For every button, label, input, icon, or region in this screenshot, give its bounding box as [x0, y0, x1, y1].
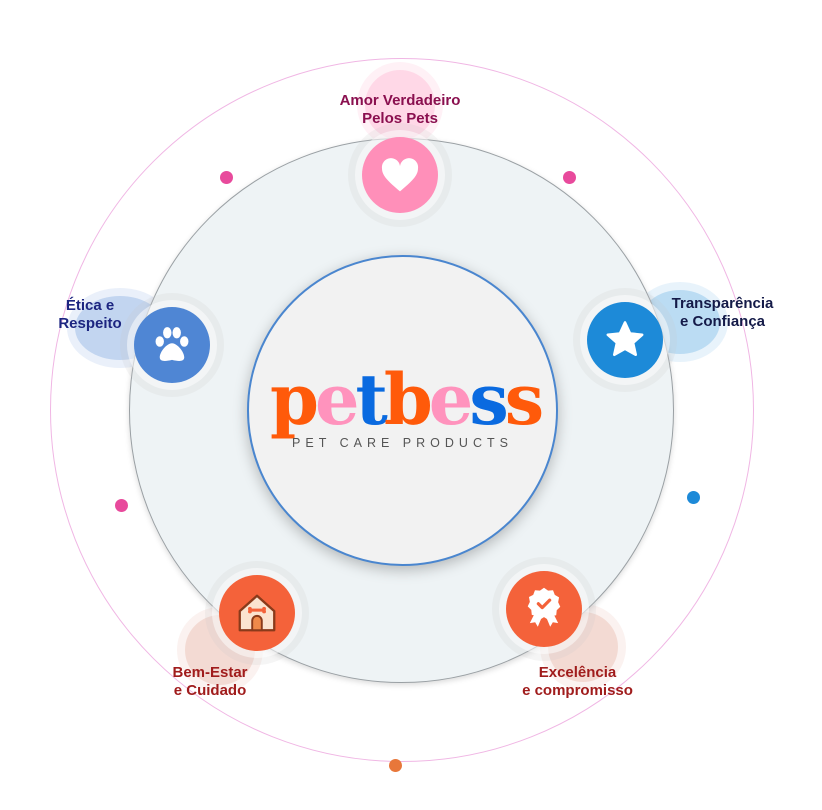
logo-letter: s [504, 358, 544, 441]
award-badge [506, 571, 582, 647]
decor-dot [687, 491, 700, 504]
award-icon [527, 587, 561, 627]
heart-badge [362, 137, 438, 213]
logo-letter: e [428, 358, 474, 441]
logo-letter: b [383, 358, 433, 441]
logo-letter: t [355, 358, 388, 441]
logo-letter: s [469, 358, 508, 441]
paw-icon [155, 327, 189, 361]
logo-letter: e [314, 358, 360, 441]
logo-tagline: PET CARE PRODUCTS [292, 436, 513, 450]
dog-house-badge [219, 575, 295, 651]
decor-dot [220, 171, 233, 184]
outer-ring [50, 58, 754, 762]
halo [365, 70, 435, 140]
star-icon [606, 321, 644, 357]
heart-icon [381, 158, 419, 192]
star-badge [587, 302, 663, 378]
logo-letter: p [270, 358, 319, 441]
petbess-logo: petbess PET CARE PRODUCTS [270, 358, 544, 451]
decor-dot [115, 499, 128, 512]
paw-badge [134, 307, 210, 383]
dog-house-icon [238, 594, 276, 632]
decor-dot [389, 759, 402, 772]
decor-dot [563, 171, 576, 184]
logo-circle [247, 255, 558, 566]
